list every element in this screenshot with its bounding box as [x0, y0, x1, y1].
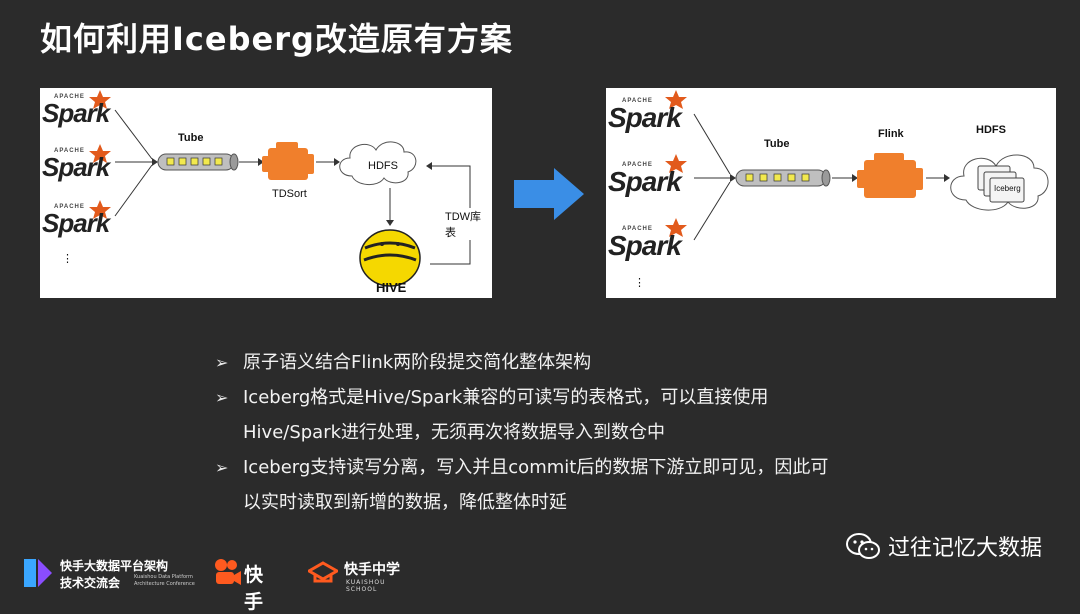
spark-logo-1: APACHE Spark [42, 92, 122, 132]
bullet-list: ➢ 原子语义结合Flink两阶段提交简化整体架构 ➢ Iceberg格式是Hiv… [215, 345, 935, 520]
wechat-watermark: 过往记忆大数据 [845, 530, 1042, 562]
spark-logo-3: APACHE Spark [42, 202, 122, 242]
conference-en-line2: Architecture Conference [134, 581, 195, 587]
wechat-account-name: 过往记忆大数据 [887, 536, 1042, 561]
spark-logo-1: APACHE Spark [608, 96, 698, 136]
bullet-2-line-1: Iceberg格式是Hive/Spark兼容的可读写的表格式，可以直接使用 [243, 387, 769, 408]
conference-logo-icon [24, 559, 52, 587]
kuaishou-school-logo-icon [308, 561, 338, 583]
bullet-item-3: ➢ Iceberg支持读写分离，写入并且commit后的数据下游立即可见，因此可… [215, 450, 935, 520]
bullet-arrow-icon: ➢ [215, 353, 229, 372]
bullet-arrow-icon: ➢ [215, 388, 229, 407]
diagram-new-architecture: APACHE Spark APACHE Spark APACHE Spark ⋮… [606, 88, 1056, 298]
spark-to-tube-arrows [693, 113, 731, 241]
bullet-3-line-1: Iceberg支持读写分离，写入并且commit后的数据下游立即可见，因此可 [243, 457, 829, 478]
spark-word: Spark [608, 102, 682, 133]
spark-logo-3: APACHE Spark [608, 224, 698, 264]
bullet-item-2: ➢ Iceberg格式是Hive/Spark兼容的可读写的表格式，可以直接使用 … [215, 380, 935, 450]
more-sources-ellipsis: ⋮ [634, 277, 645, 289]
bullet-2-line-2: Hive/Spark进行处理，无须再次将数据导入到数仓中 [243, 422, 666, 443]
more-sources-ellipsis: ⋮ [62, 253, 73, 265]
hdfs-label: HDFS [976, 124, 1006, 136]
spark-word: Spark [42, 98, 110, 128]
conference-name-line2: 技术交流会 [60, 576, 121, 590]
spark-apache-label: APACHE [622, 226, 653, 232]
diagram-old-architecture: APACHE Spark APACHE Spark APACHE Spark ⋮… [40, 88, 492, 298]
hdfs-label: HDFS [368, 160, 398, 172]
spark-apache-label: APACHE [54, 94, 85, 100]
tube-label: Tube [764, 138, 790, 150]
slide-title: 如何利用Iceberg改造原有方案 [40, 20, 513, 58]
tube-queue-icon [157, 153, 239, 171]
spark-star-icon [89, 90, 111, 219]
spark-apache-label: APACHE [622, 162, 653, 168]
spark-star-icon [665, 90, 687, 237]
tdsort-engine-icon [262, 142, 314, 180]
conference-name-line1: 快手大数据平台架构 [60, 559, 169, 573]
flink-engine-icon [857, 153, 923, 198]
spark-word: Spark [42, 152, 110, 182]
hive-logo-icon [359, 229, 421, 287]
wechat-icon [845, 533, 880, 559]
spark-word: Spark [608, 230, 682, 261]
tdsort-label: TDSort [272, 188, 307, 200]
spark-apache-label: APACHE [54, 204, 85, 210]
spark-word: Spark [42, 208, 110, 238]
spark-to-tube-arrows [114, 109, 153, 217]
old-architecture-graphics [89, 90, 471, 287]
kuaishou-brand: 快手 [244, 564, 264, 613]
bullet-3-line-2: 以实时读取到新增的数据，降低整体时延 [243, 492, 567, 513]
conference-en-line1: Kuaishou Data Platform [134, 574, 193, 580]
bullet-1-line-1: 原子语义结合Flink两阶段提交简化整体架构 [243, 352, 592, 373]
spark-logo-2: APACHE Spark [42, 146, 122, 186]
bullet-item-1: ➢ 原子语义结合Flink两阶段提交简化整体架构 [215, 345, 935, 380]
spark-apache-label: APACHE [54, 148, 85, 154]
kuaishou-school-name: 快手中学 [344, 562, 400, 578]
hdfs-cloud-icon [339, 141, 417, 185]
bullet-arrow-icon: ➢ [215, 458, 229, 477]
tube-label: Tube [178, 132, 204, 144]
kuaishou-logo-icon [215, 559, 241, 585]
kuaishou-school-en: KUAISHOU SCHOOL [346, 579, 386, 593]
tdw-table-label: TDW库表 [445, 208, 492, 240]
spark-apache-label: APACHE [622, 98, 653, 104]
spark-logo-2: APACHE Spark [608, 160, 698, 200]
iceberg-docs-icon [977, 165, 1025, 203]
hive-label: HIVE [376, 280, 407, 295]
spark-word: Spark [608, 166, 682, 197]
flink-label: Flink [878, 128, 904, 140]
iceberg-label: Iceberg [994, 184, 1021, 193]
tube-queue-icon [735, 169, 831, 187]
transition-arrow-icon [514, 168, 584, 220]
new-architecture-graphics [665, 90, 1049, 241]
